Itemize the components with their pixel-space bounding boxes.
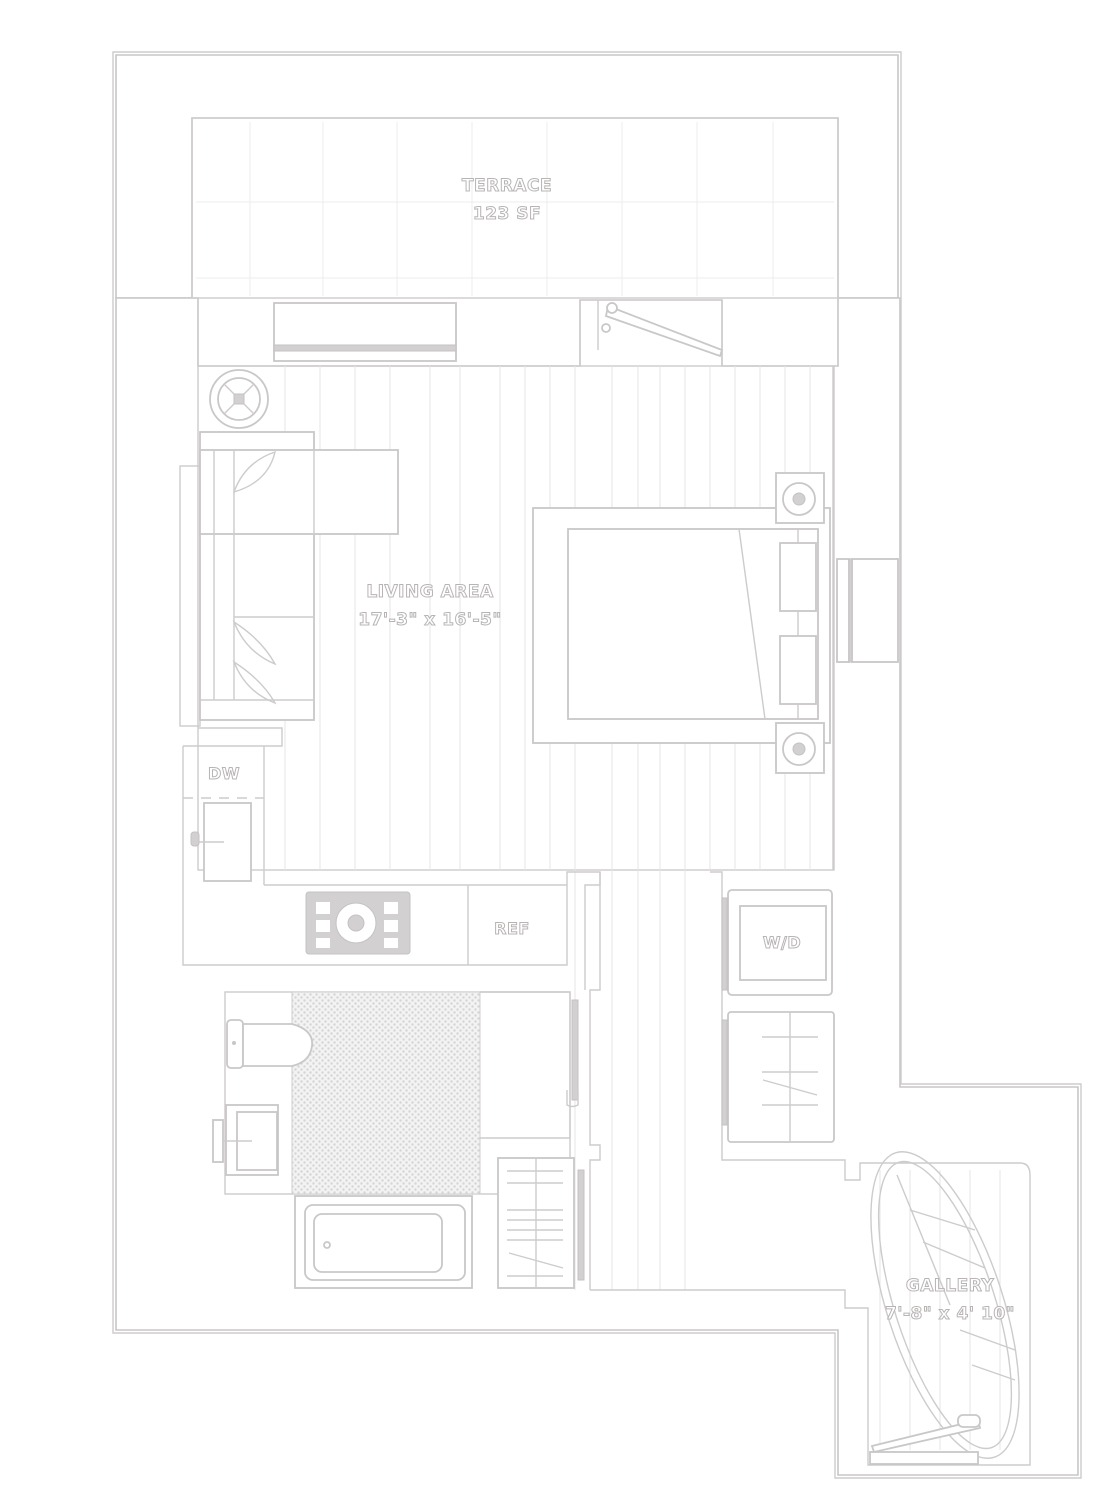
living-area-size: 17'-3" x 16'-5" xyxy=(358,610,502,631)
appliance-label-wd: W/D xyxy=(752,933,812,953)
closet-1[interactable] xyxy=(497,1157,585,1289)
terrace-size: 123 SF xyxy=(472,204,542,225)
terrace-door[interactable] xyxy=(597,300,724,358)
room-label-gallery: GALLERY 7'-8" x 4' 10" xyxy=(860,1272,1040,1328)
wd-label: W/D xyxy=(762,933,802,953)
bathroom xyxy=(224,991,571,1195)
ref-label: REF xyxy=(494,919,530,939)
kitchen-sink xyxy=(190,802,252,882)
bathroom-door[interactable] xyxy=(566,999,579,1108)
radiator xyxy=(836,558,899,663)
toilet xyxy=(226,1019,314,1069)
queen-bed xyxy=(532,507,831,744)
gallery-size: 7'-8" x 4' 10" xyxy=(884,1304,1016,1325)
gallery xyxy=(870,1151,1020,1459)
gallery-name: GALLERY xyxy=(905,1276,995,1297)
closet-2[interactable] xyxy=(721,1011,835,1143)
range-cooktop xyxy=(305,891,411,955)
washer-dryer xyxy=(721,889,833,996)
dw-label: DW xyxy=(208,764,240,784)
nightstand-bottom xyxy=(775,722,825,774)
sofa-sectional xyxy=(179,431,399,727)
entry-door[interactable] xyxy=(869,1414,982,1465)
nightstand-top xyxy=(775,472,825,524)
terrace-name: TERRACE xyxy=(461,176,553,197)
bathtub xyxy=(294,1195,473,1289)
terrace xyxy=(191,117,839,299)
room-label-terrace: TERRACE 123 SF xyxy=(437,172,577,228)
room-label-living-area: LIVING AREA 17'-3" x 16'-5" xyxy=(340,578,520,634)
vanity-sink xyxy=(212,1104,279,1176)
appliance-label-dw: DW xyxy=(196,764,252,784)
appliance-label-ref: REF xyxy=(482,919,542,939)
ac-unit xyxy=(273,302,457,362)
side-table xyxy=(209,369,269,429)
kitchen xyxy=(182,727,601,990)
outer-wall xyxy=(112,51,1082,1479)
hallway xyxy=(589,871,1031,1466)
living-area-name: LIVING AREA xyxy=(366,582,494,603)
